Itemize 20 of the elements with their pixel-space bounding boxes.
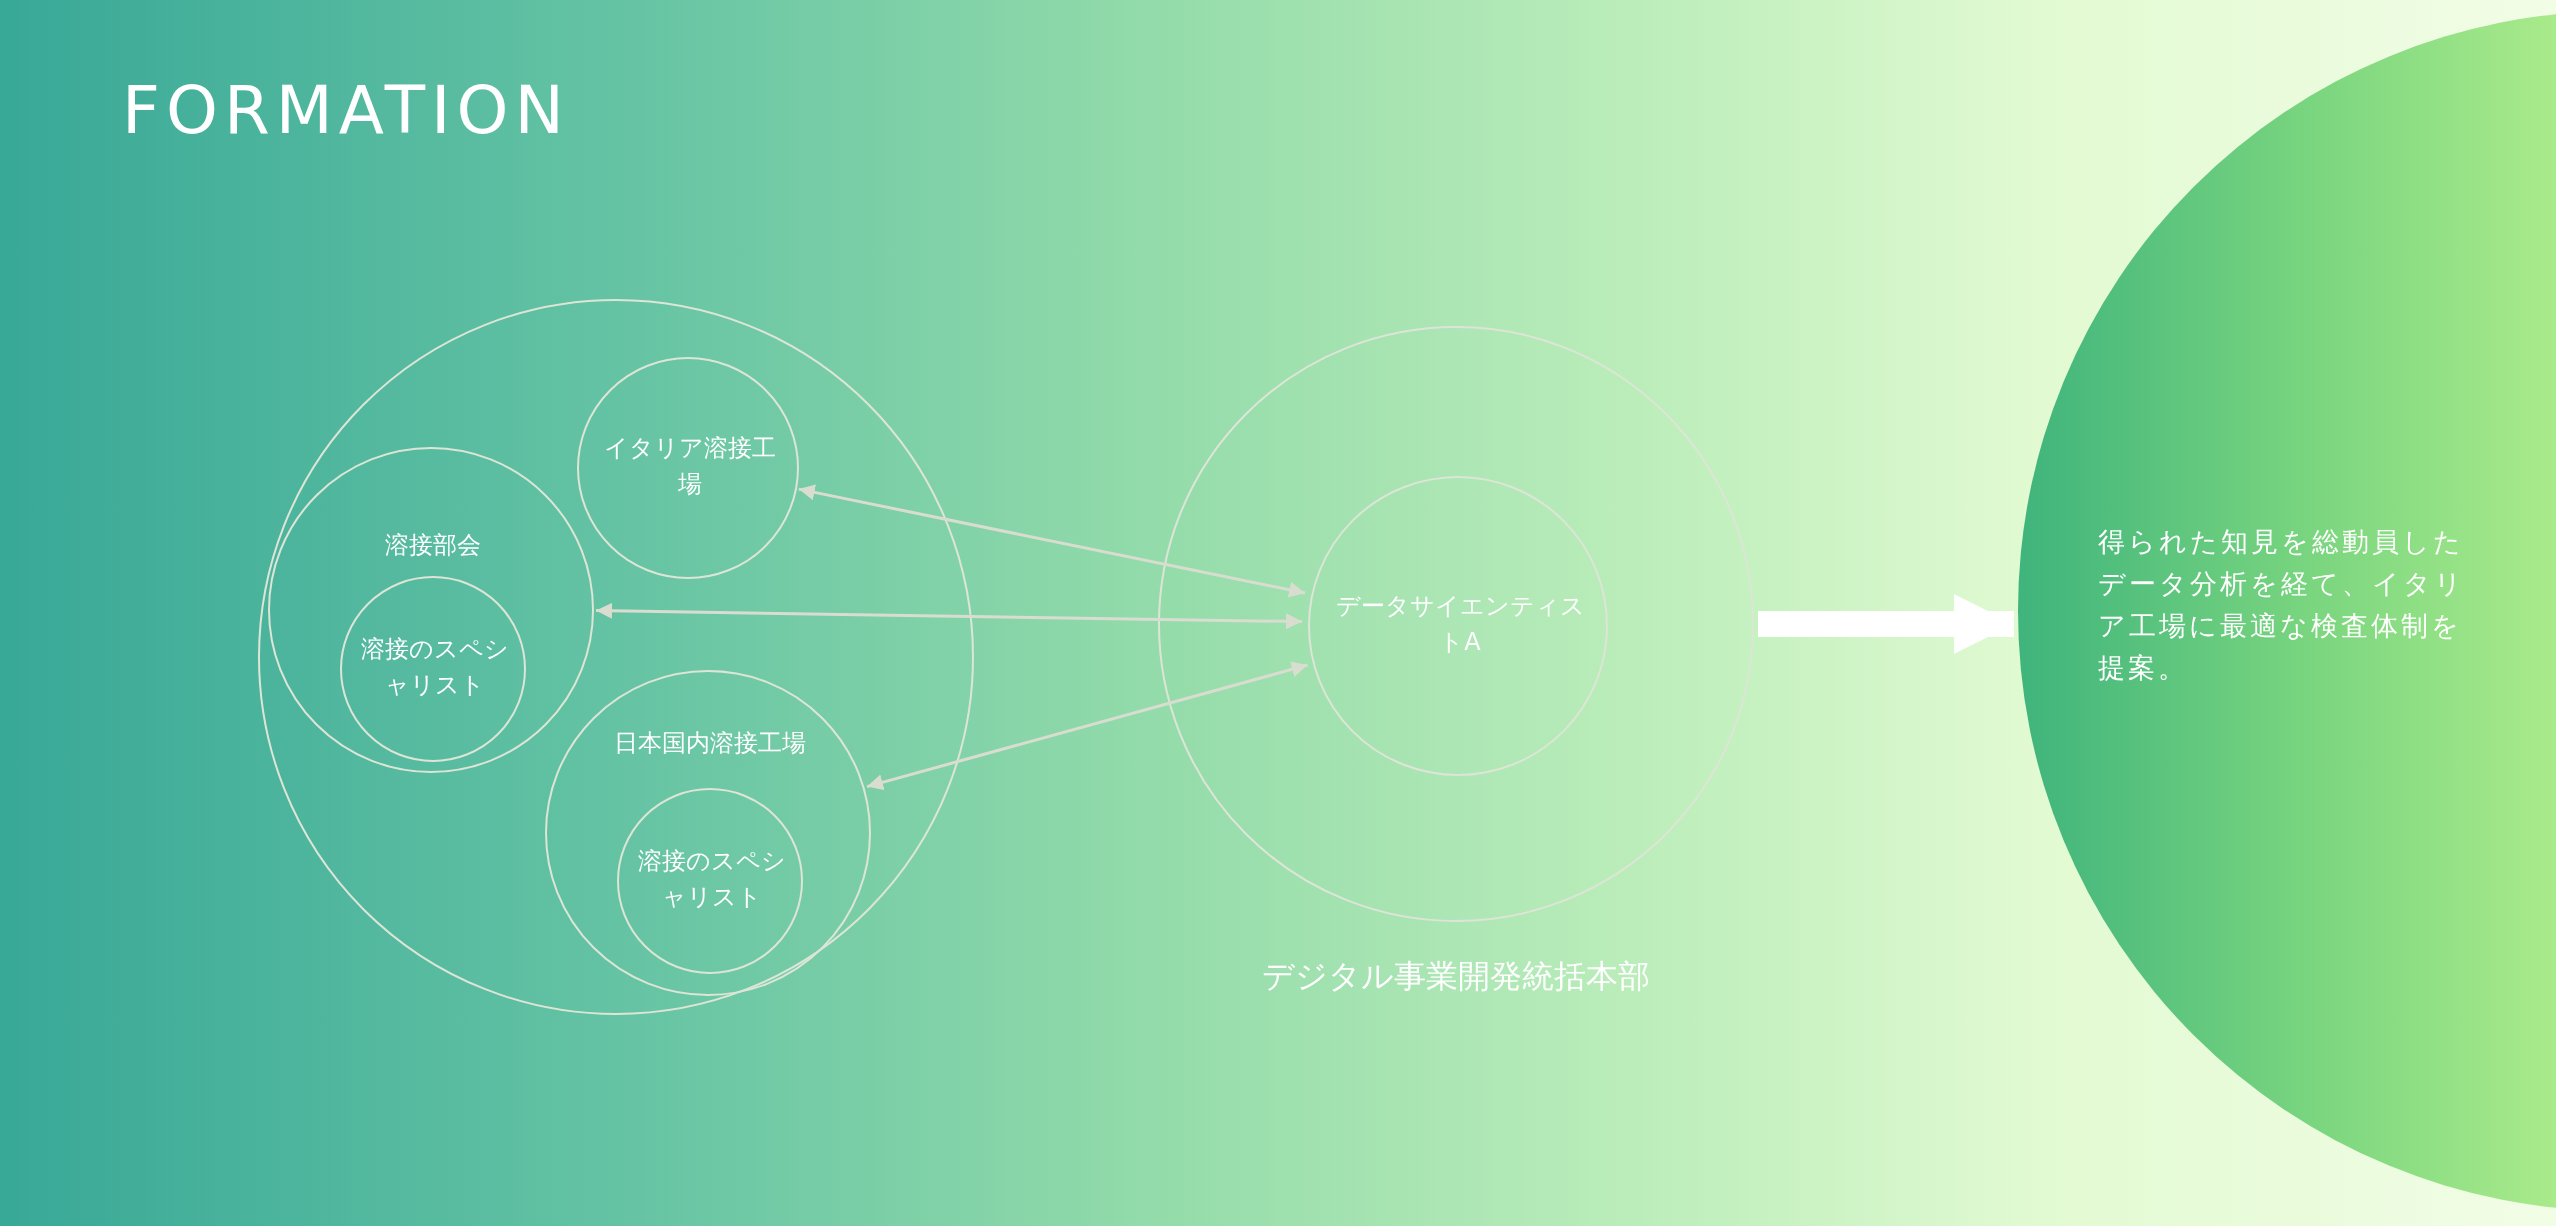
double-arrow (595, 602, 1303, 630)
node-label: イタリア溶接工場 (603, 433, 777, 500)
arrow (1758, 594, 2014, 654)
title: FORMATION (122, 72, 570, 149)
node-label: 日本国内溶接工場 (613, 728, 807, 759)
double-arrow (798, 484, 1306, 598)
circle-node (617, 788, 803, 974)
node-label: 溶接のスペシャリスト (360, 634, 510, 701)
node-label: 溶接部会 (384, 530, 482, 561)
node-label: データサイエンティストA (1334, 591, 1586, 658)
node-label: 得られた知見を総動員したデータ分析を経て、イタリア工場に最適な検査体制を提案。 (2098, 525, 2466, 685)
circle-node (545, 670, 871, 996)
group-circle (258, 299, 974, 1015)
circle-node (268, 447, 594, 773)
circle-node (340, 576, 526, 762)
node-label: デジタル事業開発統括本部 (1262, 956, 1650, 997)
double-arrow (866, 661, 1308, 791)
node-label: 溶接のスペシャリスト (637, 846, 787, 913)
circle-node (577, 357, 799, 579)
circle-node (1308, 476, 1608, 776)
